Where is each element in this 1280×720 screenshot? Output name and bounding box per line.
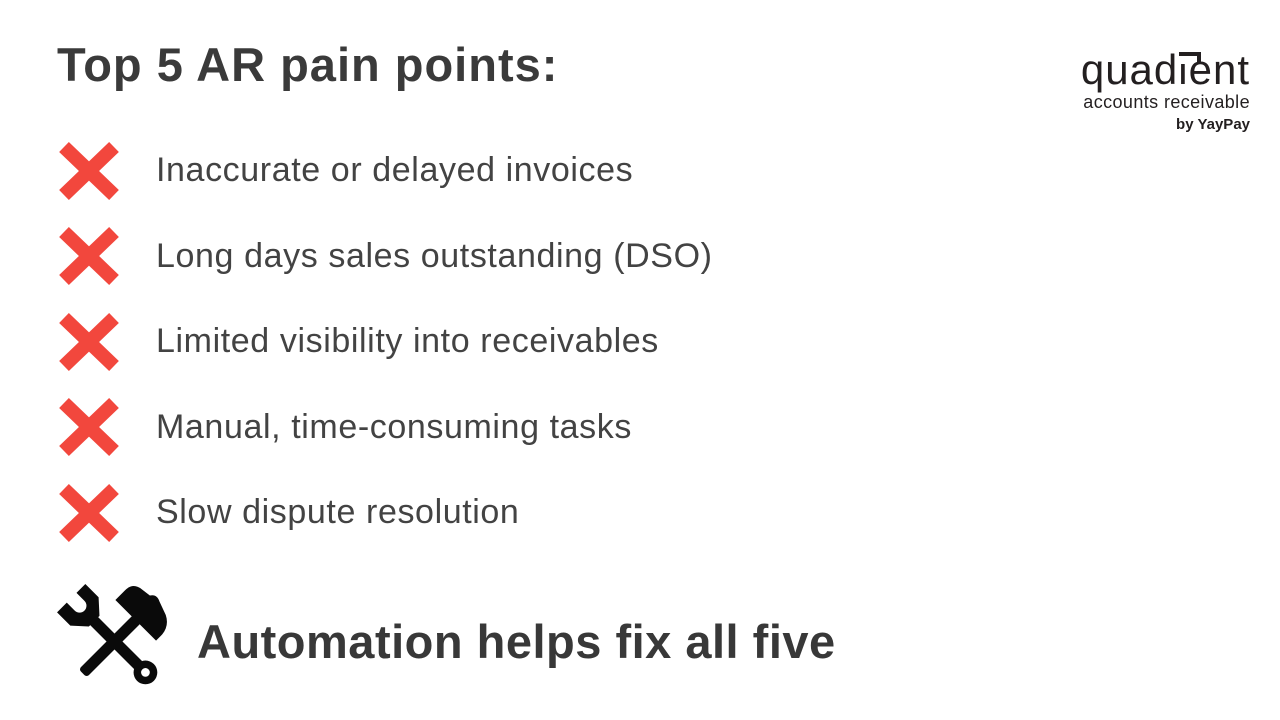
conclusion-text: Automation helps fix all five (197, 615, 836, 668)
pain-point-label: Limited visibility into receivables (156, 322, 659, 361)
x-cross-icon (59, 227, 119, 286)
pain-point-label: Long days sales outstanding (DSO) (156, 236, 713, 275)
quadient-wordmark: quadient (1080, 46, 1250, 93)
pain-point-label: Slow dispute resolution (156, 493, 520, 532)
i-dot-cover (1178, 55, 1191, 64)
quadient-logo: quadient accounts receivable by YayPay (1080, 46, 1250, 133)
x-cross-icon (59, 141, 119, 200)
pain-point-list: Inaccurate or delayed invoices Long days… (56, 128, 713, 556)
pain-point-row: Inaccurate or delayed invoices (56, 128, 713, 214)
quadient-wordmark-text: quadient (1080, 46, 1250, 93)
slide-title: Top 5 AR pain points: (57, 38, 559, 91)
pain-point-label: Inaccurate or delayed invoices (156, 151, 634, 190)
logo-tagline: accounts receivable (1083, 92, 1250, 113)
x-cross-icon (59, 398, 119, 457)
logo-byline: by YayPay (1176, 115, 1250, 133)
hammer-and-wrench-icon (57, 584, 167, 685)
x-cross-icon (59, 483, 119, 542)
pain-point-row: Long days sales outstanding (DSO) (56, 214, 713, 300)
i-corner-mark-icon (1178, 52, 1201, 62)
conclusion-row: Automation helps fix all five (46, 579, 836, 704)
pain-point-row: Slow dispute resolution (56, 470, 713, 556)
x-cross-icon (59, 312, 119, 371)
pain-point-label: Manual, time-consuming tasks (156, 407, 632, 446)
pain-point-row: Limited visibility into receivables (56, 299, 713, 385)
pain-point-row: Manual, time-consuming tasks (56, 385, 713, 471)
